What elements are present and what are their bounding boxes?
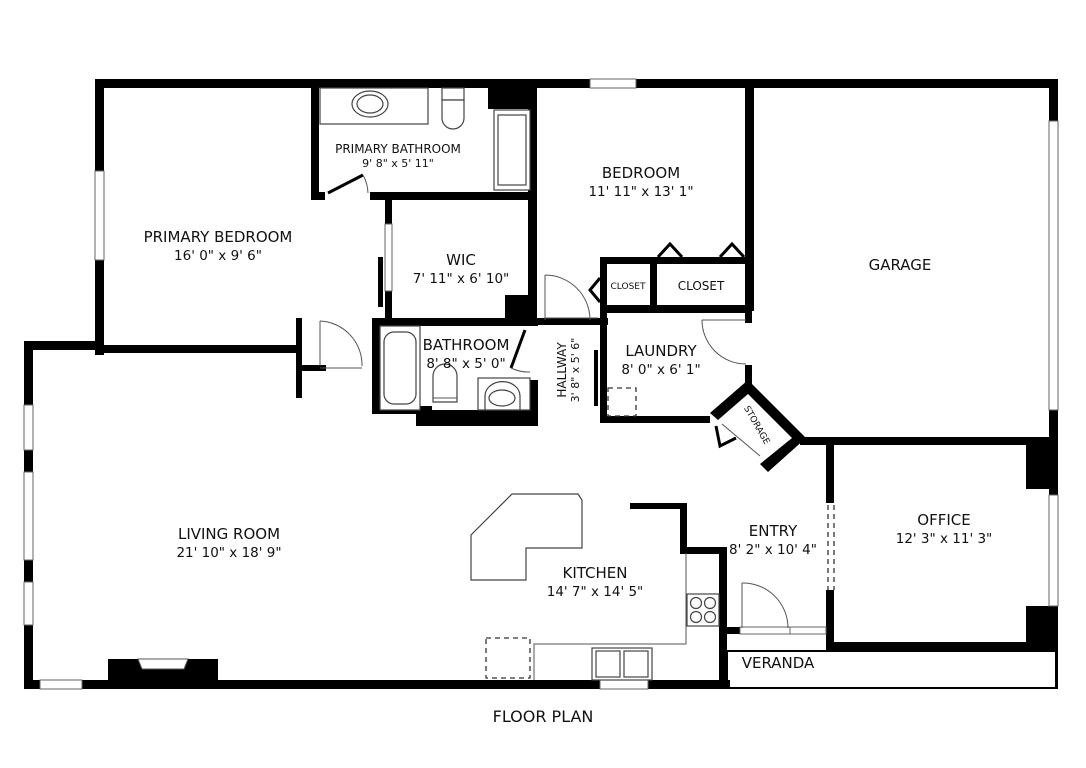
room-name-wic: WIC: [446, 251, 476, 269]
room-dims-living-room: 21' 10" x 18' 9": [176, 545, 281, 561]
room-name-bedroom: BEDROOM: [602, 164, 680, 182]
room-name-closet-large: CLOSET: [678, 279, 725, 293]
room-name-primary-bathroom: PRIMARY BATHROOM: [335, 142, 461, 156]
room-name-entry: ENTRY: [749, 522, 798, 540]
floor-plan-caption: FLOOR PLAN: [493, 707, 594, 726]
room-dims-wic: 7' 11" x 6' 10": [413, 271, 510, 287]
room-name-office: OFFICE: [917, 511, 970, 529]
walls: [24, 79, 1058, 689]
room-name-garage: GARAGE: [869, 256, 932, 274]
room-dims-laundry: 8' 0" x 6' 1": [621, 362, 700, 378]
room-name-kitchen: KITCHEN: [563, 564, 628, 582]
room-dims-primary-bedroom: 16' 0" x 9' 6": [174, 248, 262, 264]
fixtures: [319, 87, 720, 681]
room-dims-kitchen: 14' 7" x 14' 5": [547, 584, 644, 600]
room-dims-office: 12' 3" x 11' 3": [896, 531, 993, 547]
room-name-bathroom: BATHROOM: [423, 336, 510, 354]
room-name-closet-small: CLOSET: [611, 282, 646, 292]
room-name-primary-bedroom: PRIMARY BEDROOM: [144, 228, 293, 246]
room-labels: PRIMARY BEDROOM 16' 0" x 9' 6" PRIMARY B…: [144, 142, 993, 672]
room-dims-bathroom: 8' 8" x 5' 0": [426, 356, 505, 372]
room-name-laundry: LAUNDRY: [625, 342, 697, 360]
room-dims-hallway: 3' 8" x 5' 6": [569, 338, 582, 403]
room-name-hallway: HALLWAY: [555, 342, 569, 398]
room-dims-entry: 8' 2" x 10' 4": [729, 542, 817, 558]
room-dims-primary-bathroom: 9' 8" x 5' 11": [362, 157, 434, 170]
doors: [296, 173, 835, 629]
room-name-living-room: LIVING ROOM: [178, 525, 280, 543]
room-name-veranda: VERANDA: [742, 654, 815, 672]
windows: [23, 78, 1059, 690]
room-dims-bedroom: 11' 11" x 13' 1": [588, 184, 693, 200]
